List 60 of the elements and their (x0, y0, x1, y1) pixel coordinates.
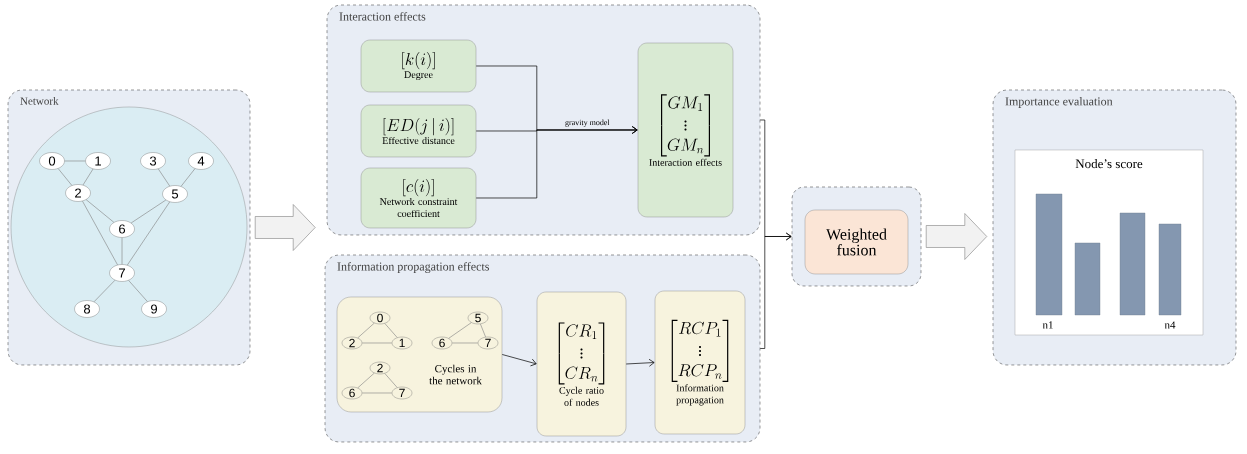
graph-edge (384, 323, 398, 338)
graph-edge (357, 322, 375, 339)
axis-label: n1 (1042, 321, 1053, 329)
graph-node: 3 (140, 152, 166, 170)
graph-edge (158, 168, 171, 187)
graph-edge (480, 323, 486, 338)
graph-edge (128, 280, 148, 302)
graph-node: 5 (162, 185, 188, 203)
graph-node: 5 (467, 311, 489, 325)
graph-edge (82, 200, 118, 266)
graph-node: 4 (188, 152, 214, 170)
block-arrow (254, 204, 316, 251)
graph-node: 1 (85, 152, 111, 170)
matrix-box: $\begin{bmatrix}GM_1\\ \vdots\\ GM_n\end{bmatrix}$ Interaction effects (637, 42, 734, 218)
graph-edge (130, 199, 167, 224)
graph-node: 0 (369, 311, 391, 325)
feature-box: $\left[c(i)\right]$ Network constraint coefficient (360, 167, 477, 229)
graph-node: 6 (109, 220, 135, 238)
graph-node: 7 (109, 264, 135, 282)
graph-node: 2 (65, 184, 91, 202)
axis-label: n4 (1164, 321, 1176, 329)
feature-box: $\left[ED(j\,|\,i)\right]$ Effective distance (360, 104, 477, 158)
graph-node: 6 (341, 386, 363, 400)
graph-node: 8 (74, 300, 100, 318)
graph-edge (357, 372, 375, 389)
bar (1158, 223, 1182, 316)
graph-node: 1 (391, 336, 413, 350)
graph-edge (121, 237, 123, 265)
fusion-box: Weighted fusion (804, 209, 909, 275)
arrow (625, 358, 655, 367)
arrow (501, 354, 537, 367)
graph-edge (57, 168, 73, 186)
graph-node: 7 (477, 336, 499, 350)
graph-node: 7 (391, 386, 413, 400)
feature-box: $\left[k(i)\right]$ Degree (360, 39, 477, 93)
graph-edge (127, 201, 170, 266)
graph-edge (93, 279, 116, 303)
graph-edge (361, 342, 393, 344)
graph-edge (64, 160, 86, 162)
graph-edge (384, 373, 398, 388)
graph-edge (82, 168, 94, 186)
matrix-box: $\begin{bmatrix}RCP_1\\ \vdots\\ RCP_n\end{bmatrix}$ Information propagation (654, 290, 746, 435)
graph-edge (361, 392, 393, 394)
graph-node: 9 (141, 300, 167, 318)
connector (759, 232, 792, 349)
graph-edge (451, 342, 479, 344)
bar (1074, 242, 1101, 316)
edge-label: gravity model (565, 119, 610, 127)
matrix-box: $\begin{bmatrix}CR_1\\ \vdots\\ CR_n\end{bmatrix}$ Cycle ratio of nodes (536, 291, 627, 437)
bar (1119, 212, 1146, 316)
bar (1035, 193, 1063, 316)
graph-node: 2 (369, 361, 391, 375)
block-arrow (925, 213, 988, 260)
connector (475, 126, 638, 199)
graph-edge (180, 168, 196, 187)
graph-node: 2 (341, 336, 363, 350)
graph-node: 6 (431, 336, 453, 350)
graph-node: 0 (39, 152, 65, 170)
graph-edge (448, 322, 472, 339)
graph-edge (85, 199, 115, 223)
